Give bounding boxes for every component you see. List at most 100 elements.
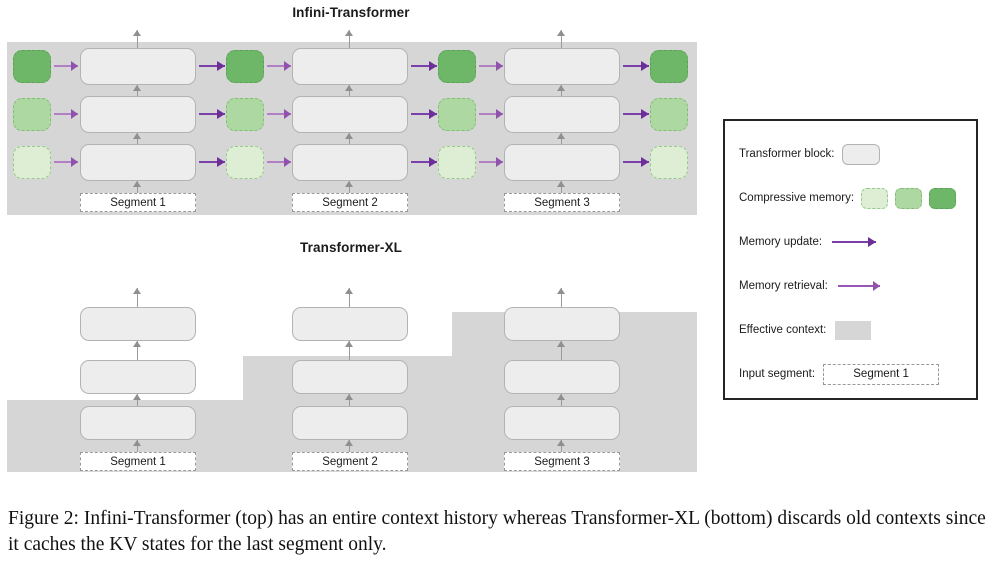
memory-update-arrow-l0-s2	[411, 61, 437, 71]
xl-layer-arrow-l1-l0-s2	[345, 341, 354, 360]
memory-light-swatch-icon	[861, 187, 889, 209]
legend-label-effective-context: Effective context:	[739, 324, 827, 336]
compressive-memory-l0-c0	[13, 50, 51, 83]
xl-transformer-block-l1-s2	[292, 360, 408, 394]
legend-label-memory-retrieval: Memory retrieval:	[739, 280, 828, 292]
legend-row-memory-update: Memory update:	[739, 229, 877, 255]
xl-output-arrow-s2	[345, 288, 354, 307]
transformer-block-l0-s1	[80, 48, 196, 85]
legend-label-compressive-memory: Compressive memory:	[739, 192, 855, 204]
xl-layer-arrow-l1-l0-s3	[557, 341, 566, 360]
compressive-memory-l1-c0	[13, 98, 51, 131]
input-segment-swatch-icon: Segment 1	[823, 363, 940, 385]
layer-arrow-l1-l0-s1	[133, 85, 142, 96]
xl-transformer-block-l0-s2	[292, 307, 408, 341]
memory-update-arrow-l1-s3	[623, 109, 649, 119]
transformer-block-l2-s1	[80, 144, 196, 181]
memory-mid-swatch-icon	[895, 187, 923, 209]
input-segment-2: Segment 2	[292, 193, 408, 212]
layer-arrow-l2-l1-s3	[557, 133, 566, 144]
layer-arrow-l1-l0-s2	[345, 85, 354, 96]
memory-retrieval-arrow-l1-s3	[479, 109, 503, 119]
xl-input-arrow-s1	[133, 440, 142, 452]
memory-update-arrow-l1-s2	[411, 109, 437, 119]
memory-retrieval-arrow-l2-s1	[54, 157, 78, 167]
xl-transformer-block-l2-s1	[80, 406, 196, 440]
xl-input-segment-3: Segment 3	[504, 452, 620, 471]
input-segment-2-label: Segment 2	[322, 196, 378, 209]
memory-dark-swatch-icon	[929, 187, 957, 209]
memory-retrieval-arrow-l1-s2	[267, 109, 291, 119]
compressive-memory-l2-c1	[226, 146, 264, 179]
memory-retrieval-arrow-l0-s3	[479, 61, 503, 71]
compressive-memory-l0-c2	[438, 50, 476, 83]
xl-input-segment-2-label: Segment 2	[322, 455, 378, 468]
xl-input-arrow-s2	[345, 440, 354, 452]
output-arrow-s1	[133, 30, 142, 48]
memory-update-arrow-l2-s1	[199, 157, 225, 167]
xl-layer-arrow-l1-l0-s1	[133, 341, 142, 360]
legend-label-memory-update: Memory update:	[739, 236, 823, 248]
effective-context-swatch-icon	[835, 320, 872, 340]
memory-update-arrow-l0-s1	[199, 61, 225, 71]
memory-retrieval-arrow-l0-s1	[54, 61, 78, 71]
memory-retrieval-arrow-l1-s1	[54, 109, 78, 119]
transformer-block-l0-s2	[292, 48, 408, 85]
output-arrow-s2	[345, 30, 354, 48]
xl-input-segment-1: Segment 1	[80, 452, 196, 471]
xl-input-segment-1-label: Segment 1	[110, 455, 166, 468]
input-segment-3-label: Segment 3	[534, 196, 590, 209]
xl-output-arrow-s3	[557, 288, 566, 307]
layer-arrow-l2-l1-s2	[345, 133, 354, 144]
memory-update-arrow-icon	[832, 237, 877, 247]
memory-retrieval-arrow-l2-s2	[267, 157, 291, 167]
figure-caption: Figure 2: Infini-Transformer (top) has a…	[8, 508, 986, 555]
xl-output-arrow-s1	[133, 288, 142, 307]
legend-segment-chip-label: Segment 1	[853, 368, 909, 380]
transformer-xl-title: Transformer-XL	[300, 240, 402, 255]
input-segment-3: Segment 3	[504, 193, 620, 212]
compressive-memory-l0-c3	[650, 50, 688, 83]
memory-retrieval-arrow-l0-s2	[267, 61, 291, 71]
input-arrow-s3	[557, 181, 566, 193]
compressive-memory-l1-c2	[438, 98, 476, 131]
transformer-block-swatch-icon	[842, 143, 881, 165]
legend-box: Transformer block: Compressive memory: M…	[723, 119, 978, 400]
input-arrow-s2	[345, 181, 354, 193]
xl-transformer-block-l2-s2	[292, 406, 408, 440]
xl-transformer-block-l1-s1	[80, 360, 196, 394]
memory-retrieval-arrow-icon	[837, 281, 880, 291]
memory-update-arrow-l0-s3	[623, 61, 649, 71]
compressive-memory-l1-c1	[226, 98, 264, 131]
legend-row-compressive-memory: Compressive memory:	[739, 185, 957, 211]
input-segment-1-label: Segment 1	[110, 196, 166, 209]
xl-layer-arrow-l2-l1-s1	[133, 394, 142, 406]
transformer-block-l1-s1	[80, 96, 196, 133]
legend-label-transformer-block: Transformer block:	[739, 148, 835, 160]
input-arrow-s1	[133, 181, 142, 193]
legend-label-input-segment: Input segment:	[739, 368, 816, 380]
transformer-block-l1-s3	[504, 96, 620, 133]
memory-update-arrow-l2-s3	[623, 157, 649, 167]
legend-row-memory-retrieval: Memory retrieval:	[739, 273, 880, 299]
layer-arrow-l1-l0-s3	[557, 85, 566, 96]
compressive-memory-l0-c1	[226, 50, 264, 83]
xl-layer-arrow-l2-l1-s3	[557, 394, 566, 406]
xl-input-segment-3-label: Segment 3	[534, 455, 590, 468]
compressive-memory-l2-c0	[13, 146, 51, 179]
xl-transformer-block-l0-s3	[504, 307, 620, 341]
output-arrow-s3	[557, 30, 566, 48]
transformer-block-l0-s3	[504, 48, 620, 85]
transformer-block-l2-s3	[504, 144, 620, 181]
compressive-memory-l2-c3	[650, 146, 688, 179]
input-segment-1: Segment 1	[80, 193, 196, 212]
compressive-memory-l2-c2	[438, 146, 476, 179]
layer-arrow-l2-l1-s1	[133, 133, 142, 144]
transformer-block-l2-s2	[292, 144, 408, 181]
infini-transformer-title: Infini-Transformer	[292, 5, 410, 20]
xl-transformer-block-l2-s3	[504, 406, 620, 440]
transformer-block-l1-s2	[292, 96, 408, 133]
legend-row-transformer-block: Transformer block:	[739, 141, 881, 167]
legend-row-effective-context: Effective context:	[739, 317, 872, 343]
